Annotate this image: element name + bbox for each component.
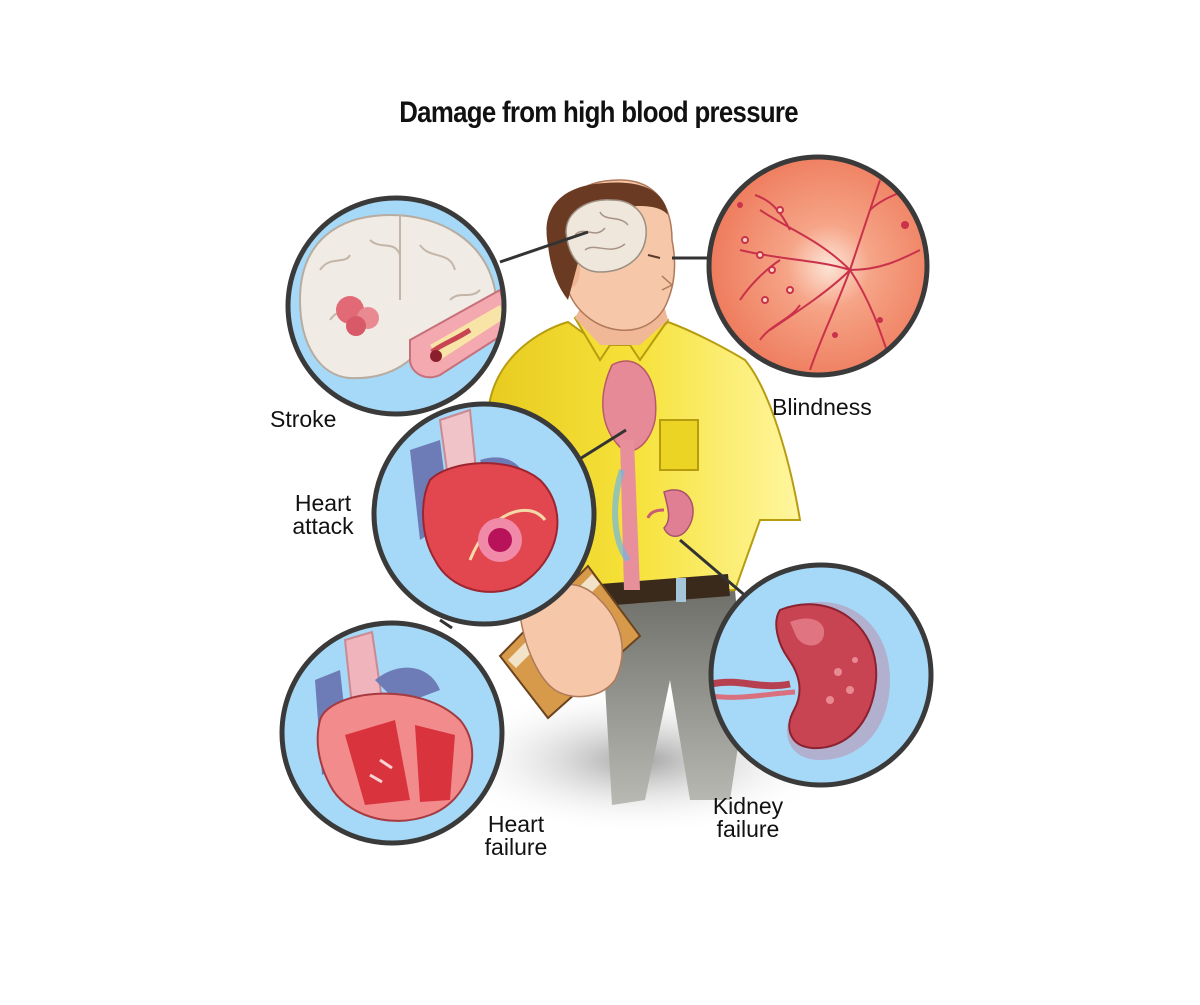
stroke-circle <box>285 195 507 417</box>
label-kidney-failure: Kidney failure <box>706 795 790 841</box>
label-heart-attack: Heart attack <box>288 492 358 538</box>
label-stroke: Stroke <box>270 406 337 432</box>
blindness-circle <box>706 154 930 378</box>
connector-lines <box>439 230 749 630</box>
head-brain <box>565 199 647 273</box>
label-heart-failure-line1: Heart <box>487 811 545 837</box>
book-in-hand <box>498 564 642 720</box>
heart-attack-circle <box>371 401 597 627</box>
label-kidney-failure-line2: failure <box>716 816 780 842</box>
label-heart-failure: Heart failure <box>478 813 554 859</box>
label-kidney-failure-line1: Kidney <box>712 793 784 819</box>
label-heart-attack-line1: Heart <box>294 490 352 516</box>
label-heart-attack-line2: attack <box>292 513 354 539</box>
chest-organs <box>602 360 694 590</box>
heart-failure-circle <box>279 620 505 846</box>
kidney-failure-circle <box>708 562 934 788</box>
label-heart-failure-line2: failure <box>484 834 548 860</box>
label-blindness: Blindness <box>772 394 872 420</box>
diagram-title: Damage from high blood pressure <box>399 96 798 129</box>
